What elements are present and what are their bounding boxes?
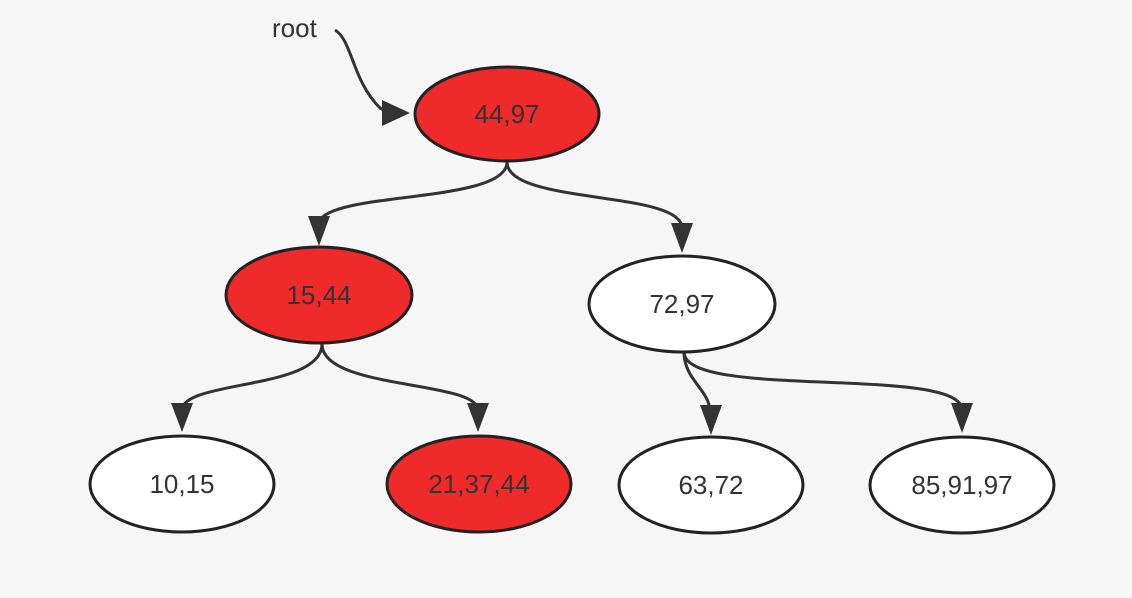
edge-15-44-to-10-15 [180, 343, 324, 411]
root-label: root [272, 13, 318, 43]
arrowhead-15-44 [308, 216, 330, 246]
arrowhead-root [382, 100, 410, 126]
tree-node-44-97 [413, 65, 601, 163]
tree-node: 44,97 [413, 65, 601, 163]
tree-node-21-37-44 [385, 434, 573, 534]
edge-72-97-to-85-91-97 [682, 351, 964, 411]
edge-44-97-to-15-44 [316, 161, 509, 226]
edge-44-97-to-72-97 [505, 161, 684, 229]
edge-root-to-44-97 [334, 28, 391, 116]
tree-node: 21,37,44 [385, 434, 573, 534]
arrowhead-10-15 [171, 403, 193, 432]
tree-node: 72,97 [587, 254, 777, 354]
tree-node: 85,91,97 [868, 435, 1056, 535]
tree-node-85-91-97 [868, 435, 1056, 535]
tree-node: 10,15 [88, 434, 276, 534]
tree-node-63-72 [617, 435, 805, 535]
tree-node-label: 63,72 [678, 470, 743, 500]
arrowhead-85-91-97 [951, 403, 973, 433]
tree-node-label: 10,15 [149, 469, 214, 499]
tree-node-label: 21,37,44 [428, 469, 529, 499]
tree-node-10-15 [88, 434, 276, 534]
tree-node-72-97 [587, 254, 777, 354]
tree-node: 15,44 [224, 245, 414, 345]
tree-node-label: 44,97 [474, 99, 539, 129]
arrowhead-21-37-44 [467, 403, 489, 432]
tree-node-label: 72,97 [649, 289, 714, 319]
edges [171, 28, 973, 435]
tree-node: 63,72 [617, 435, 805, 535]
tree-node-label: 85,91,97 [911, 470, 1012, 500]
edge-15-44-to-21-37-44 [320, 343, 480, 411]
arrowhead-63-72 [700, 405, 722, 435]
tree-node-label: 15,44 [286, 280, 351, 310]
arrowhead-72-97 [671, 223, 693, 253]
tree-node-15-44 [224, 245, 414, 345]
